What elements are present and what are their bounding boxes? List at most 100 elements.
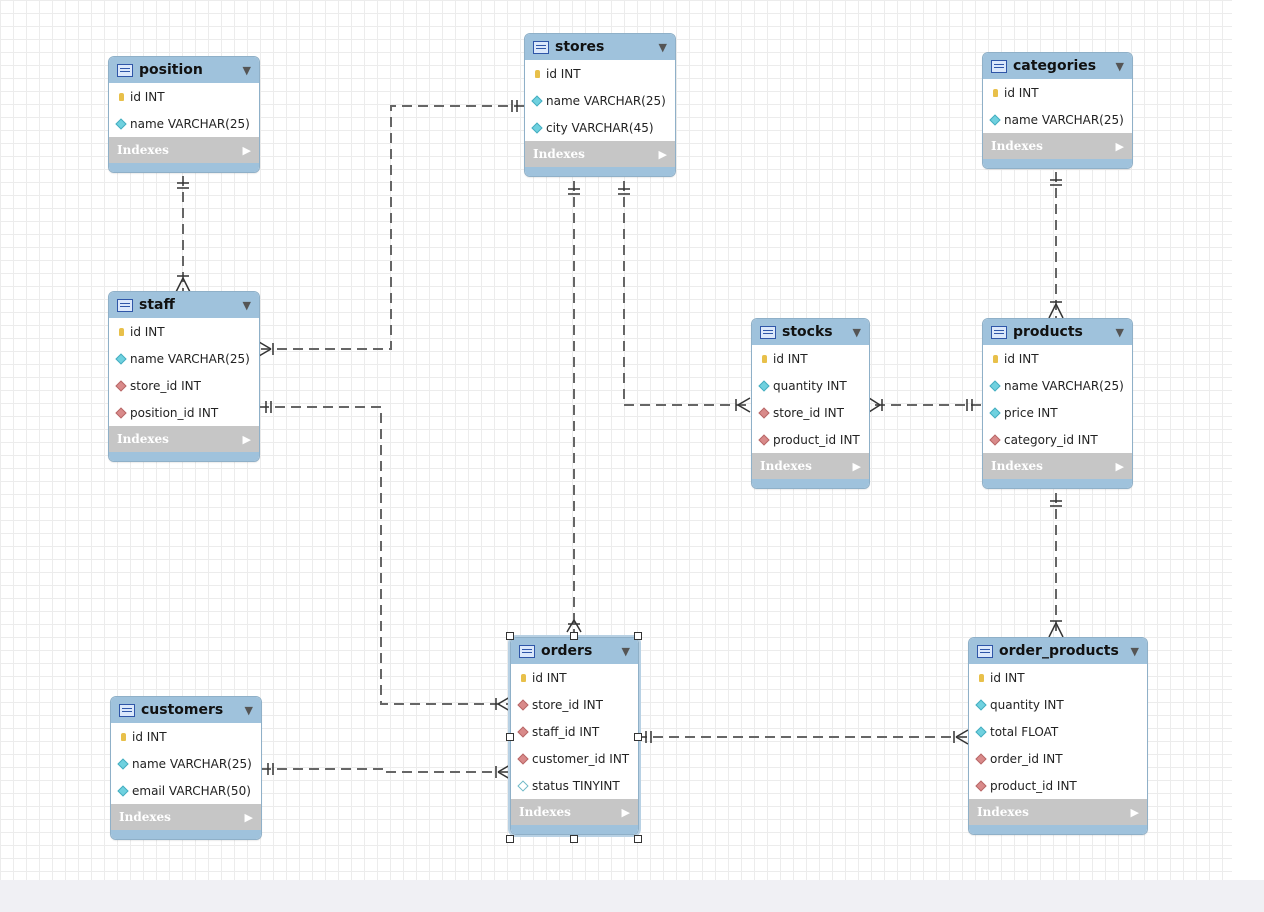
attribute-diamond-icon xyxy=(117,757,129,770)
column-row[interactable]: category_id INT xyxy=(983,426,1132,453)
table-header[interactable]: customers ▼ xyxy=(111,697,261,723)
table-position[interactable]: position ▼ id INT name VARCHAR(25) Index… xyxy=(108,56,260,173)
expand-arrow-icon[interactable]: ▶ xyxy=(242,143,251,157)
column-row[interactable]: price INT xyxy=(983,399,1132,426)
end-products-one-bottom xyxy=(1050,500,1062,507)
end-orders-many-left-b xyxy=(495,764,511,780)
table-header[interactable]: stocks ▼ xyxy=(752,319,869,345)
column-row[interactable]: product_id INT xyxy=(969,772,1147,799)
end-stores-one-left xyxy=(511,100,518,112)
column-label: name VARCHAR(25) xyxy=(546,93,666,108)
expand-arrow-icon[interactable]: ▶ xyxy=(852,459,861,473)
expand-arrow-icon[interactable]: ▶ xyxy=(1115,139,1124,153)
column-row[interactable]: store_id INT xyxy=(109,372,259,399)
diagram-canvas[interactable]: position ▼ id INT name VARCHAR(25) Index… xyxy=(0,0,1232,880)
indexes-bar[interactable]: Indexes ▶ xyxy=(752,453,869,479)
table-header[interactable]: staff ▼ xyxy=(109,292,259,318)
collapse-caret-icon[interactable]: ▼ xyxy=(242,63,251,77)
table-header[interactable]: orders ▼ xyxy=(511,638,638,664)
attribute-diamond-icon xyxy=(989,113,1001,126)
resize-handle-bottom-right[interactable] xyxy=(634,835,642,843)
table-staff[interactable]: staff ▼ id INT name VARCHAR(25) store_id… xyxy=(108,291,260,462)
column-row[interactable]: id INT xyxy=(511,664,638,691)
resize-handle-middle-left[interactable] xyxy=(506,733,514,741)
column-row[interactable]: id INT xyxy=(109,83,259,110)
column-row[interactable]: quantity INT xyxy=(969,691,1147,718)
table-header[interactable]: products ▼ xyxy=(983,319,1132,345)
end-orderproducts-many-left xyxy=(953,729,969,745)
column-row[interactable]: status TINYINT xyxy=(511,772,638,799)
table-order-products[interactable]: order_products ▼ id INT quantity INT tot… xyxy=(968,637,1148,835)
indexes-label: Indexes xyxy=(119,810,171,824)
column-row[interactable]: id INT xyxy=(109,318,259,345)
table-orders[interactable]: orders ▼ id INT store_id INT staff_id IN… xyxy=(508,635,641,837)
table-customers[interactable]: customers ▼ id INT name VARCHAR(25) emai… xyxy=(110,696,262,840)
expand-arrow-icon[interactable]: ▶ xyxy=(242,432,251,446)
indexes-bar[interactable]: Indexes▶ xyxy=(525,141,675,167)
column-row[interactable]: name VARCHAR(25) xyxy=(111,750,261,777)
column-row[interactable]: position_id INT xyxy=(109,399,259,426)
resize-handle-top-right[interactable] xyxy=(634,632,642,640)
expand-arrow-icon[interactable]: ▶ xyxy=(244,810,253,824)
collapse-caret-icon[interactable]: ▼ xyxy=(1115,59,1124,73)
resize-handle-top-left[interactable] xyxy=(506,632,514,640)
column-row[interactable]: name VARCHAR(25) xyxy=(109,345,259,372)
column-row[interactable]: name VARCHAR(25) xyxy=(983,106,1132,133)
resize-handle-middle-right[interactable] xyxy=(634,733,642,741)
indexes-bar[interactable]: Indexes▶ xyxy=(109,137,259,163)
column-row[interactable]: staff_id INT xyxy=(511,718,638,745)
column-row[interactable]: id INT xyxy=(983,79,1132,106)
column-row[interactable]: id INT xyxy=(983,345,1132,372)
collapse-caret-icon[interactable]: ▼ xyxy=(658,40,667,54)
column-row[interactable]: id INT xyxy=(752,345,869,372)
column-row[interactable]: product_id INT xyxy=(752,426,869,453)
table-products[interactable]: products ▼ id INT name VARCHAR(25) price… xyxy=(982,318,1133,489)
collapse-caret-icon[interactable]: ▼ xyxy=(621,644,630,658)
table-header[interactable]: order_products ▼ xyxy=(969,638,1147,664)
collapse-caret-icon[interactable]: ▼ xyxy=(242,298,251,312)
resize-handle-bottom-center[interactable] xyxy=(570,835,578,843)
table-stocks[interactable]: stocks ▼ id INT quantity INT store_id IN… xyxy=(751,318,870,489)
table-icon xyxy=(991,325,1007,339)
column-row[interactable]: store_id INT xyxy=(752,399,869,426)
expand-arrow-icon[interactable]: ▶ xyxy=(1115,459,1124,473)
indexes-label: Indexes xyxy=(760,459,812,473)
resize-handle-top-center[interactable] xyxy=(570,632,578,640)
indexes-bar[interactable]: Indexes▶ xyxy=(511,799,638,825)
table-name: stocks xyxy=(782,324,833,340)
column-row[interactable]: total FLOAT xyxy=(969,718,1147,745)
collapse-caret-icon[interactable]: ▼ xyxy=(244,703,253,717)
column-row[interactable]: email VARCHAR(50) xyxy=(111,777,261,804)
resize-handle-bottom-left[interactable] xyxy=(506,835,514,843)
indexes-bar[interactable]: Indexes▶ xyxy=(969,799,1147,825)
column-row[interactable]: quantity INT xyxy=(752,372,869,399)
column-row[interactable]: customer_id INT xyxy=(511,745,638,772)
indexes-bar[interactable]: Indexes▶ xyxy=(109,426,259,452)
column-row[interactable]: store_id INT xyxy=(511,691,638,718)
indexes-bar[interactable]: Indexes▶ xyxy=(983,453,1132,479)
collapse-caret-icon[interactable]: ▼ xyxy=(1115,325,1124,339)
column-row[interactable]: id INT xyxy=(969,664,1147,691)
column-label: customer_id INT xyxy=(532,751,630,766)
column-row[interactable]: name VARCHAR(25) xyxy=(109,110,259,137)
table-header[interactable]: categories ▼ xyxy=(983,53,1132,79)
table-categories[interactable]: categories ▼ id INT name VARCHAR(25) Ind… xyxy=(982,52,1133,169)
horizontal-scroll-area[interactable] xyxy=(0,880,1264,912)
column-row[interactable]: name VARCHAR(25) xyxy=(525,87,675,114)
expand-arrow-icon[interactable]: ▶ xyxy=(658,147,667,161)
table-stores[interactable]: stores ▼ id INT name VARCHAR(25) city VA… xyxy=(524,33,676,177)
column-row[interactable]: id INT xyxy=(111,723,261,750)
table-header[interactable]: stores ▼ xyxy=(525,34,675,60)
column-row[interactable]: name VARCHAR(25) xyxy=(983,372,1132,399)
indexes-bar[interactable]: Indexes ▶ xyxy=(111,804,261,830)
table-name: categories xyxy=(1013,58,1097,74)
indexes-bar[interactable]: Indexes▶ xyxy=(983,133,1132,159)
collapse-caret-icon[interactable]: ▼ xyxy=(1130,644,1139,658)
collapse-caret-icon[interactable]: ▼ xyxy=(852,325,861,339)
column-row[interactable]: order_id INT xyxy=(969,745,1147,772)
table-header[interactable]: position ▼ xyxy=(109,57,259,83)
expand-arrow-icon[interactable]: ▶ xyxy=(1130,805,1139,819)
expand-arrow-icon[interactable]: ▶ xyxy=(621,805,630,819)
column-row[interactable]: city VARCHAR(45) xyxy=(525,114,675,141)
column-row[interactable]: id INT xyxy=(525,60,675,87)
